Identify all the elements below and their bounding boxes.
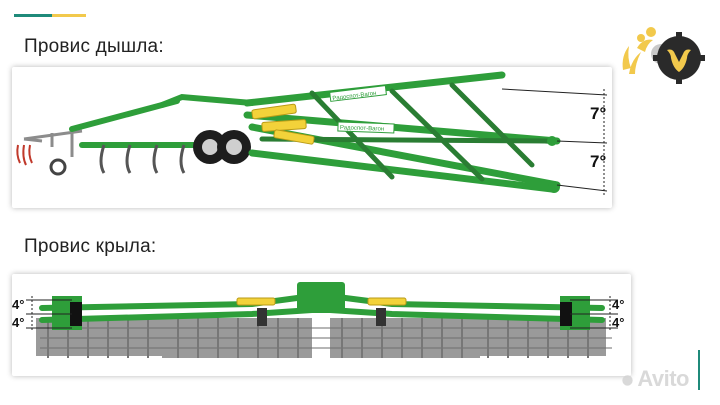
decal-1: Радоспот-Вагон xyxy=(332,91,377,102)
cultivator-side-view-drawing: Радоспот-Вагон Радоспот-Вагон xyxy=(16,71,608,195)
wing-right-angle-bottom-label: 4° xyxy=(612,315,625,330)
drawbar-sag-title: Провис дышла: xyxy=(24,36,164,57)
avito-watermark-text: Avito xyxy=(637,366,689,391)
avito-watermark: ⦁ Avito xyxy=(622,366,689,392)
drawbar-angle-bottom-label: 7° xyxy=(590,152,607,171)
drawbar-sag-diagram: Радоспот-Вагон Радоспот-Вагон 7° 7° xyxy=(12,67,612,208)
wing-sag-title: Провис крыла: xyxy=(24,236,157,257)
drawbar-angle-top-label: 7° xyxy=(590,104,607,123)
accent-bar-yellow xyxy=(52,14,86,17)
wing-left-angle-bottom-label: 4° xyxy=(12,315,25,330)
wing-sag-diagram: 4° 4° 4° 4° xyxy=(12,274,631,376)
decal-2: Радоспот-Вагон xyxy=(340,125,384,133)
wing-right-angle-top-label: 4° xyxy=(612,297,625,312)
accent-bar-teal xyxy=(14,14,52,17)
accent-vertical-line xyxy=(698,350,700,390)
cultivator-rear-view-drawing xyxy=(26,282,618,358)
avito-logo-icon: ⦁ xyxy=(622,366,633,391)
bull-logo-icon xyxy=(622,27,705,84)
wing-left-angle-top-label: 4° xyxy=(12,297,25,312)
